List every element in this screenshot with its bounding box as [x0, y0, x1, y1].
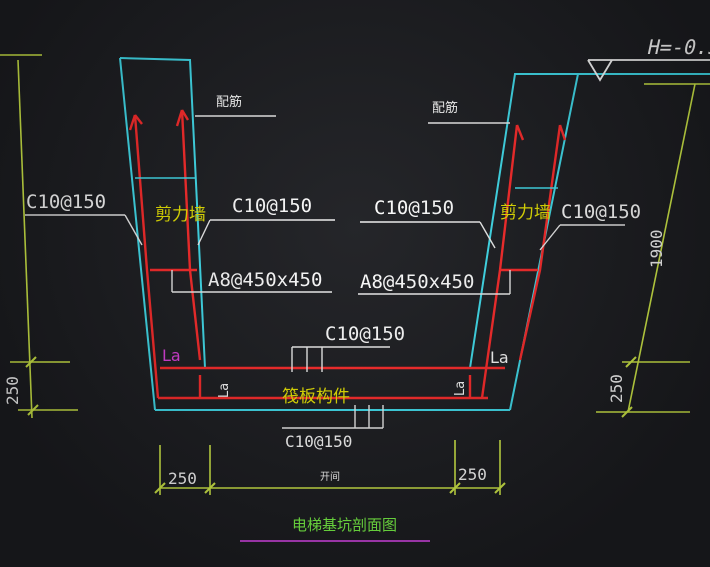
level-label: H=-0.3 [645, 35, 710, 59]
right-stirrup-label: A8@450x450 [360, 271, 474, 293]
inner-left-rebar-label: C10@150 [232, 195, 312, 217]
anchor-right-upper: La [490, 348, 509, 367]
drawing-title: 电梯基坑剖面图 [292, 516, 397, 534]
left-wall-label: 剪力墙 [155, 205, 206, 225]
left-stirrup-label: A8@450x450 [208, 269, 322, 291]
anchor-left-upper: La [162, 346, 181, 365]
rebar-lines [128, 109, 567, 400]
dim-center-width: 开间 [320, 470, 340, 483]
inner-right-rebar-label: C10@150 [374, 197, 454, 219]
wall-cover-lines [135, 177, 558, 189]
right-rebar-label: C10@150 [561, 201, 641, 223]
dim-left-width: 250 [168, 469, 197, 488]
level-marker [587, 59, 710, 82]
slab-top-rebar-label: C10@150 [325, 323, 405, 345]
right-wall-tag: 配筋 [432, 100, 458, 116]
dim-right-width: 250 [458, 465, 487, 484]
raft-label: 筏板构件 [282, 387, 350, 407]
dim-right-bottom-height: 250 [607, 374, 626, 403]
left-rebar-label: C10@150 [26, 191, 106, 213]
slab-bottom-rebar-label: C10@150 [285, 432, 352, 451]
dim-total-height: 1900 [647, 229, 666, 268]
dimension-ticks [25, 356, 637, 494]
left-wall-tag: 配筋 [216, 94, 242, 110]
leader-lines [25, 115, 625, 429]
pit-outline [119, 57, 710, 411]
anchor-right-lower: La [453, 381, 468, 396]
anchor-left-lower: La [217, 383, 232, 398]
dimension-lines [0, 54, 710, 495]
right-wall-label: 剪力墙 [500, 203, 551, 223]
dim-left-bottom-height: 250 [3, 376, 22, 405]
